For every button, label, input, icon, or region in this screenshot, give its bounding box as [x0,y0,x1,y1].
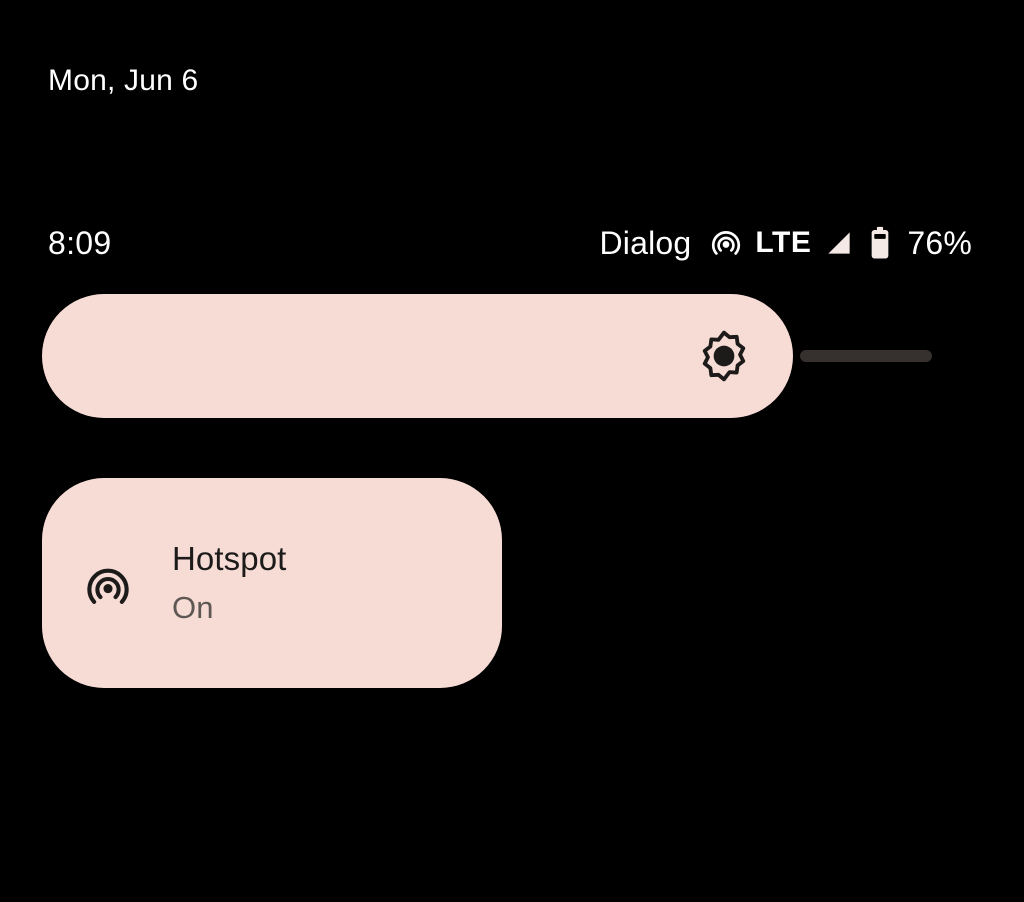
status-bar-right-group: Dialog LTE [599,216,972,270]
date-row: Mon, Jun 6 [48,60,198,102]
brightness-track-remaining[interactable] [800,350,932,362]
battery-percentage-label: 76% [907,225,972,261]
hotspot-icon [709,226,743,260]
brightness-slider[interactable] [42,294,932,418]
hotspot-tile-subtitle: On [172,590,214,625]
hotspot-tile-labels: Hotspot On [172,539,286,627]
brightness-track-fill[interactable] [42,294,793,418]
date-label: Mon, Jun 6 [48,64,199,97]
hotspot-icon [80,558,136,614]
network-type-label: LTE [755,226,812,259]
brightness-icon[interactable] [697,329,751,383]
carrier-label: Dialog [599,225,692,261]
brightness-track[interactable] [42,294,932,418]
hotspot-tile[interactable]: Hotspot On [42,478,502,688]
hotspot-tile-title: Hotspot [172,540,287,577]
status-clock: 8:09 [48,225,112,261]
signal-bars-icon [823,227,855,259]
battery-icon [867,226,893,260]
status-bar: 8:09 Dialog LTE [0,216,1024,270]
